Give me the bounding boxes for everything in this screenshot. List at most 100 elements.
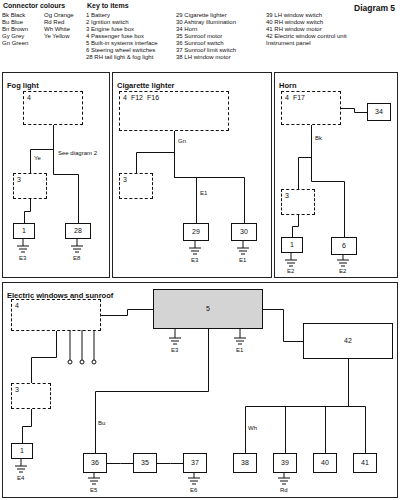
- fuse-box: 4: [23, 91, 83, 125]
- label-group: 28: [74, 227, 82, 235]
- label-group: 35: [141, 459, 149, 467]
- component-number: 42: [344, 337, 352, 345]
- fuse-box: 4: [11, 299, 101, 331]
- wire: [293, 215, 299, 237]
- component-box: 36: [83, 453, 107, 473]
- component-box: 38: [233, 453, 257, 473]
- earth-symbol: [188, 472, 200, 484]
- fuse-box: 3: [119, 173, 153, 199]
- label-group: 4F17: [285, 94, 305, 102]
- component-number: 3: [17, 176, 21, 184]
- label-group: 29: [192, 228, 200, 236]
- panel-title: Cigarette lighter: [116, 81, 176, 90]
- component-number: 40: [321, 459, 329, 467]
- earth-symbol: [15, 458, 27, 472]
- component-box: 41: [353, 453, 377, 473]
- earth-point: E4: [16, 475, 25, 482]
- circuit-panel: Electric windows and sunroof453142363537…: [2, 282, 398, 498]
- label-group: 4F12F16: [123, 94, 159, 102]
- wire: [349, 359, 366, 453]
- component-number: 1: [20, 447, 24, 455]
- wire: [341, 109, 367, 113]
- key-entry: 41 RH window motor: [266, 26, 352, 33]
- component-number: 30: [240, 228, 248, 236]
- colour-code: Ye Yellow: [44, 33, 82, 40]
- wire: [137, 131, 175, 173]
- component-box: 29: [183, 223, 209, 241]
- label-group: 4: [27, 94, 31, 102]
- component-number: 36: [91, 459, 99, 467]
- earth-symbol: [189, 240, 201, 254]
- earth-symbol: [88, 472, 100, 484]
- earth-point: E1: [235, 347, 244, 354]
- label-group: 34: [375, 108, 383, 116]
- label-group: 3: [285, 192, 289, 200]
- wire: [299, 125, 312, 189]
- label-group: 30: [240, 228, 248, 236]
- component-number: 1: [290, 241, 294, 249]
- wire: [101, 310, 153, 316]
- component-box: 1: [281, 237, 303, 253]
- key-entry: Instrument panel: [266, 40, 352, 47]
- component-number: 3: [285, 192, 289, 200]
- component-box: 34: [367, 103, 391, 121]
- component-box: 35: [133, 453, 157, 473]
- note: See diagram 2: [57, 150, 98, 157]
- key-entry: 5 Built-in systems interface: [86, 40, 172, 47]
- earth-point: E3: [170, 347, 179, 354]
- circuit-panel: Horn 4F17 3 1 6 34: [274, 72, 398, 278]
- wire: [246, 359, 349, 453]
- earth-point: E1: [238, 257, 247, 264]
- control-unit: 5: [153, 289, 263, 329]
- key-entry: 4 Passenger fuse box: [86, 33, 172, 40]
- component-number: 4: [15, 302, 19, 310]
- key-entry: 1 Battery: [86, 12, 172, 19]
- wire: [286, 359, 349, 453]
- label-group: 1: [290, 241, 294, 249]
- label-group: 36: [91, 459, 99, 467]
- key-entry: 42 Electric window control unit: [266, 33, 352, 40]
- wire: [326, 359, 349, 453]
- earth-point: E3: [18, 255, 27, 262]
- label-group: 40: [321, 459, 329, 467]
- component-number: 3: [15, 386, 19, 394]
- wire: [32, 331, 57, 383]
- key-entry: 34 Horn: [176, 26, 262, 33]
- wire: [157, 463, 183, 464]
- key-entry: 36 Sunroof switch: [176, 40, 262, 47]
- wire: [263, 310, 303, 342]
- label-group: 6: [342, 242, 346, 250]
- wire: [25, 199, 31, 223]
- label-group: 39: [281, 459, 289, 467]
- earth-symbol: [169, 328, 181, 344]
- component-number: 29: [192, 228, 200, 236]
- wire: [31, 125, 54, 173]
- label-group: 1: [22, 227, 26, 235]
- earth-symbol: [237, 240, 249, 254]
- key-entry: 3 Engine fuse box: [86, 26, 172, 33]
- table-heading: Connector colours: [2, 2, 66, 10]
- component-number: 38: [241, 459, 249, 467]
- fuse-box: 4F12F16: [119, 91, 229, 131]
- label-group: 37: [191, 459, 199, 467]
- earth-symbol: [71, 238, 83, 252]
- label-group: 1: [20, 447, 24, 455]
- connector-pin: [68, 360, 72, 364]
- label-group: 42: [344, 337, 352, 345]
- component-box: 28: [65, 223, 91, 239]
- wire-colour: Bu: [97, 420, 106, 427]
- wire: [23, 409, 32, 443]
- component-number: 4: [27, 94, 31, 102]
- key-entry: 2 Ignition switch: [86, 19, 172, 26]
- colour-code: Og Orange: [44, 12, 82, 19]
- component-number: 39: [281, 459, 289, 467]
- colour-code: Rd Red: [44, 19, 82, 26]
- component-box: 6: [331, 237, 357, 255]
- fuse-box: 3: [281, 189, 315, 215]
- label-group: 4: [15, 302, 19, 310]
- key-entry: 39 LH window switch: [266, 12, 352, 19]
- key-entry: 38 LH window motor: [176, 54, 262, 61]
- earth-point: E5: [89, 487, 98, 494]
- panel-title: Horn: [278, 81, 298, 90]
- component-number: 1: [22, 227, 26, 235]
